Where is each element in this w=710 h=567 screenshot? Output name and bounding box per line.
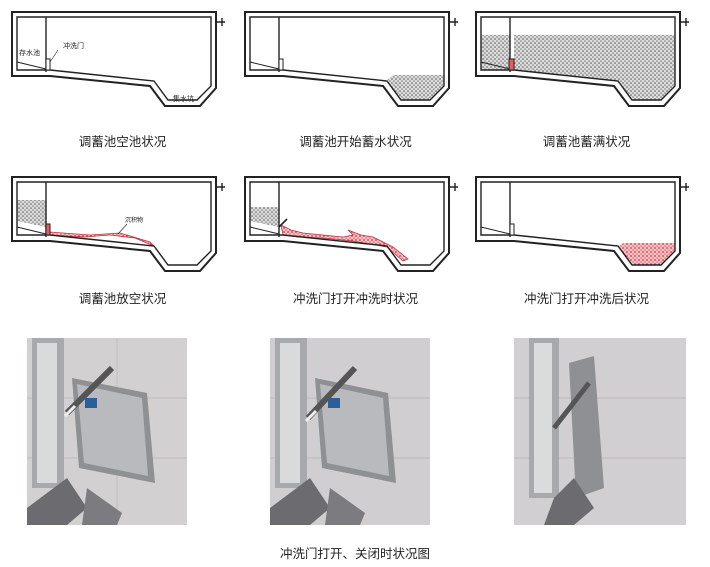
- photo-gate-closed: [27, 338, 187, 525]
- caption-diagram-1: 调蓄池空池状况: [78, 134, 167, 149]
- label-sump: 集水坑: [173, 94, 194, 103]
- label-gate: 冲洗门: [63, 41, 84, 50]
- caption-diagram-5: 冲洗门打开冲洗时状况: [292, 291, 418, 306]
- caption-diagram-2: 调蓄池开始蓄水状况: [299, 134, 412, 149]
- photos-caption: 冲洗门打开、关闭时状况图: [279, 546, 430, 561]
- diagram-emptied: 沉积物: [11, 176, 225, 272]
- caption-diagram-6: 冲洗门打开冲洗后状况: [523, 291, 649, 306]
- diagram-empty-tank: 存水池 冲洗门 集水坑: [11, 11, 225, 107]
- label-sediment: 沉积物: [125, 216, 143, 224]
- photo-gate-mid: [270, 338, 430, 525]
- diagram-full: [475, 11, 689, 107]
- caption-diagram-3: 调蓄池蓄满状况: [542, 134, 631, 149]
- label-storage: 存水池: [19, 48, 40, 57]
- diagram-start-storing: [244, 11, 458, 107]
- diagram-flushing: [244, 176, 458, 272]
- diagram-after-flushing: [475, 176, 689, 272]
- caption-diagram-4: 调蓄池放空状况: [78, 291, 167, 306]
- photo-gate-open: [514, 338, 686, 525]
